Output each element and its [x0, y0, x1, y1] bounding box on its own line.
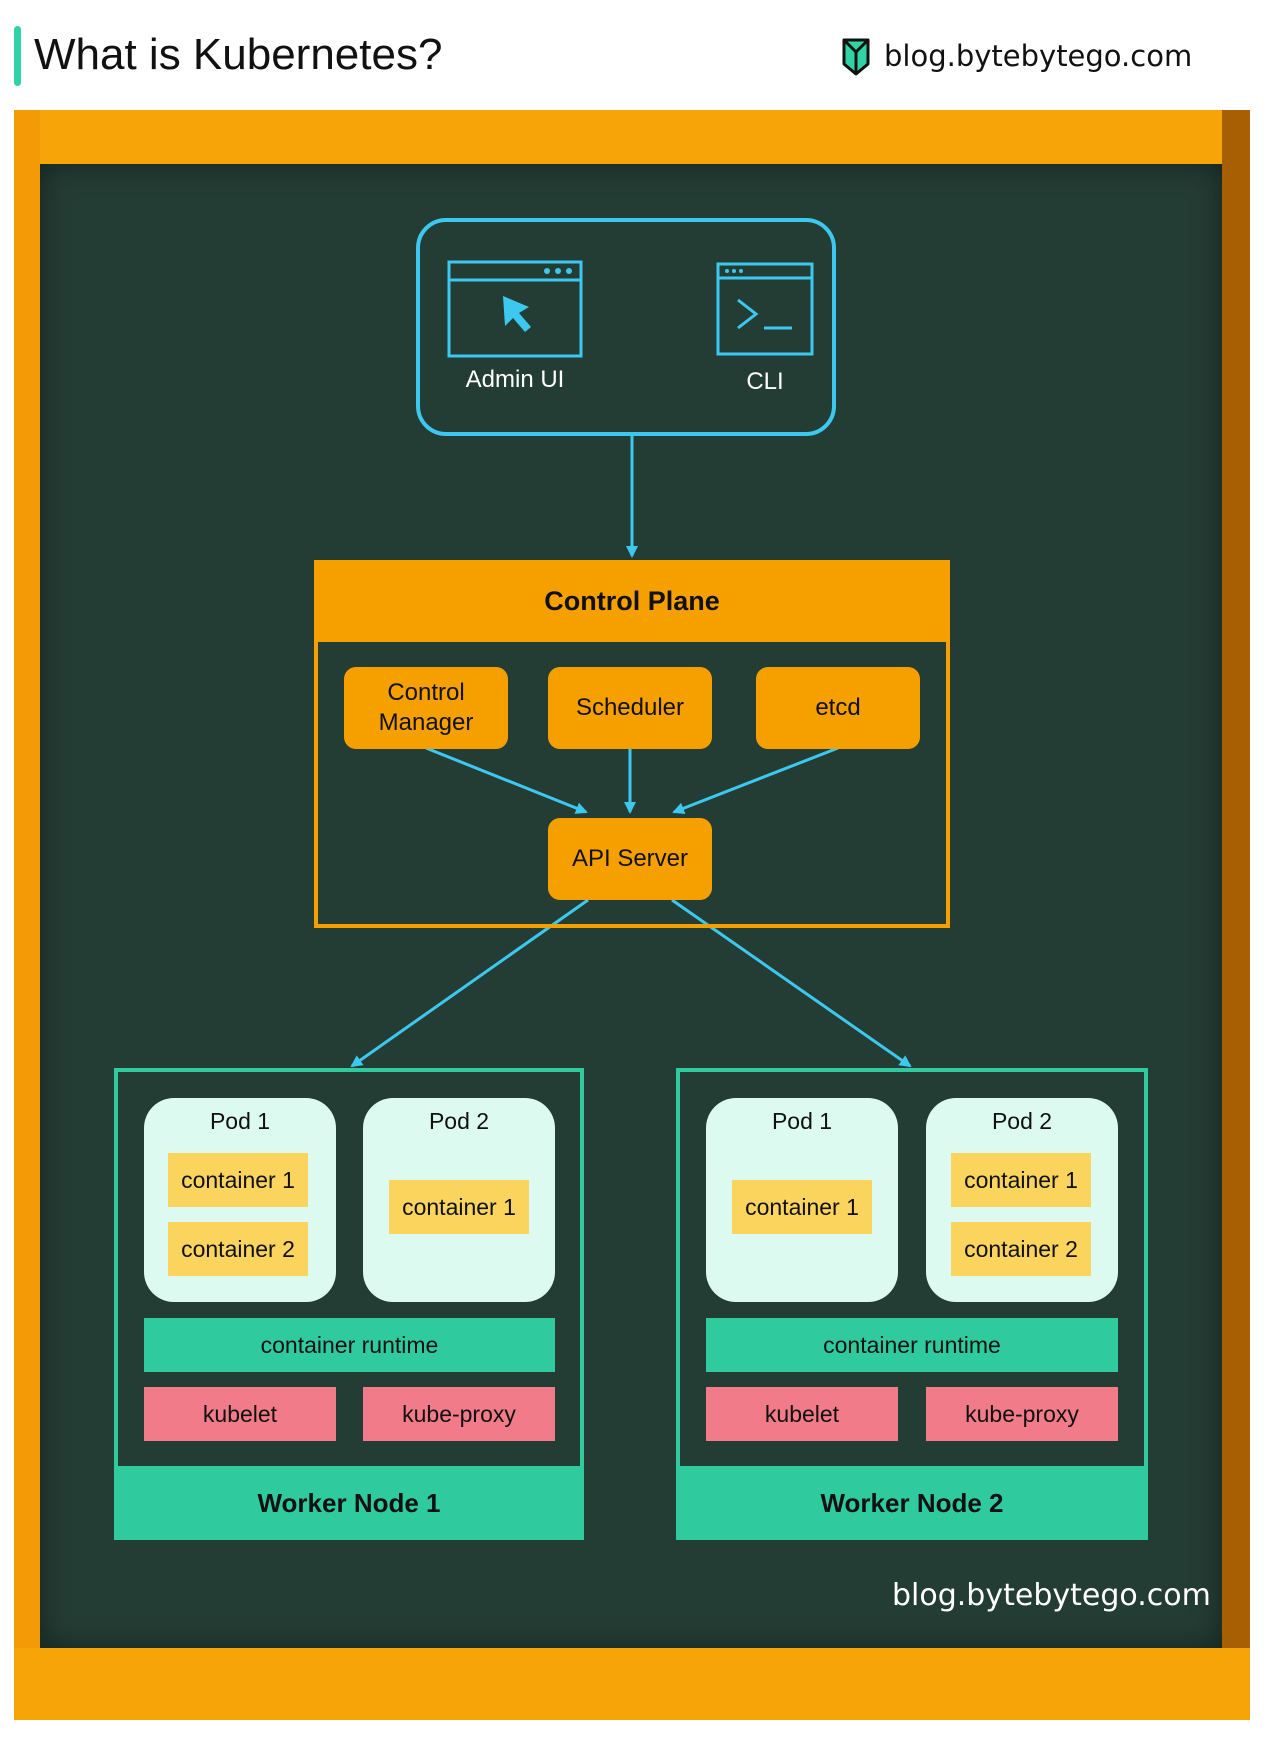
terminal-icon[interactable]: [716, 262, 814, 356]
title-accent-bar: [14, 26, 21, 86]
browser-cursor-icon[interactable]: [447, 260, 583, 358]
container-box[interactable]: container 2: [168, 1222, 308, 1276]
control-plane-title: Control Plane: [314, 560, 950, 642]
cli-label: CLI: [746, 368, 784, 395]
brand-text: blog.bytebytego.com: [884, 39, 1193, 73]
board-frame-bottom: [14, 1648, 1250, 1720]
board-frame-left: [14, 110, 40, 1720]
admin-ui-label: Admin UI: [465, 366, 565, 393]
api-server-box[interactable]: API Server: [548, 818, 712, 900]
board-frame-right: [1222, 110, 1250, 1720]
page-title: What is Kubernetes?: [34, 30, 443, 79]
container-runtime[interactable]: container runtime: [144, 1318, 555, 1372]
pod-title: Pod 1: [209, 1108, 271, 1134]
pod-title: Pod 2: [428, 1108, 490, 1134]
scheduler-box[interactable]: Scheduler: [548, 667, 712, 749]
kubelet-box[interactable]: kubelet: [706, 1387, 898, 1441]
arrow-control-manager-to-api: [425, 746, 588, 814]
worker-node-1-title: Worker Node 1: [114, 1466, 584, 1540]
container-runtime[interactable]: container runtime: [706, 1318, 1118, 1372]
container-box[interactable]: container 1: [951, 1153, 1091, 1207]
footer-brand[interactable]: blog.bytebytego.com: [892, 1578, 1211, 1613]
container-box[interactable]: container 1: [732, 1180, 872, 1234]
bytebytego-logo-icon: [842, 38, 870, 76]
pod-title: Pod 1: [771, 1108, 833, 1134]
worker-node-2-title: Worker Node 2: [676, 1466, 1148, 1540]
kube-proxy-box[interactable]: kube-proxy: [363, 1387, 555, 1441]
clients-box: [416, 218, 836, 436]
control-manager-box[interactable]: Control Manager: [344, 667, 508, 749]
container-box[interactable]: container 1: [168, 1153, 308, 1207]
kube-proxy-box[interactable]: kube-proxy: [926, 1387, 1118, 1441]
etcd-box[interactable]: etcd: [756, 667, 920, 749]
header-brand[interactable]: blog.bytebytego.com: [838, 32, 1192, 80]
container-box[interactable]: container 2: [951, 1222, 1091, 1276]
kubelet-box[interactable]: kubelet: [144, 1387, 336, 1441]
container-box[interactable]: container 1: [389, 1180, 529, 1234]
arrow-etcd-to-api: [672, 746, 839, 814]
board-frame-top: [14, 110, 1250, 164]
pod-title: Pod 2: [991, 1108, 1053, 1134]
